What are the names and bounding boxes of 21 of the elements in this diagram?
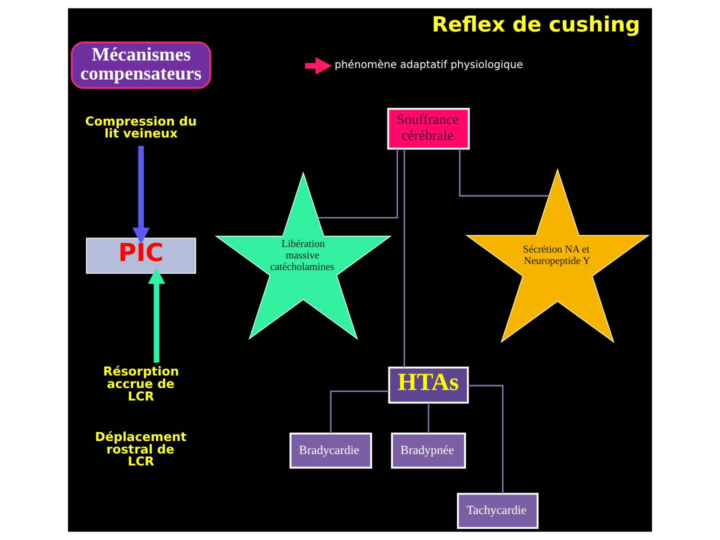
- node-box: PIC: [86, 238, 196, 274]
- connector: [428, 403, 430, 434]
- connector: [330, 390, 390, 434]
- node-text: Compression du lit veineux: [85, 114, 197, 141]
- node-box: Bradypnée: [391, 432, 466, 469]
- node-box: HTAs: [388, 366, 469, 404]
- node-box: Tachycardie: [456, 492, 539, 529]
- node-text: Résorption accrue de LCR: [103, 364, 180, 404]
- node-box: Mécanismes compensateurs: [70, 41, 212, 89]
- node-text: Déplacement rostral de LCR: [95, 430, 187, 469]
- connector: [404, 148, 406, 368]
- arrow: [305, 57, 332, 75]
- diagram-title: Reflex de cushing: [432, 12, 640, 37]
- node-text: phénomène adaptatif physiologique: [334, 58, 524, 71]
- arrow: [148, 267, 166, 363]
- connector: [468, 384, 504, 494]
- connector: [459, 148, 549, 197]
- node-box: Bradycardie: [290, 432, 372, 469]
- node-box: Souffrance cérébrale: [387, 108, 470, 150]
- arrow: [132, 146, 150, 244]
- connector: [318, 148, 398, 218]
